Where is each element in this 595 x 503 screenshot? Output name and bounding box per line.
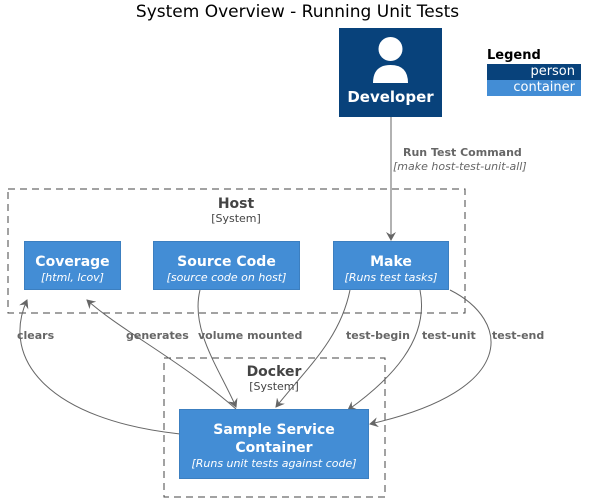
- sample-name: Sample Service Container: [213, 422, 335, 456]
- docker-boundary: [163, 357, 386, 498]
- sample-desc: [Runs unit tests against code]: [191, 457, 357, 470]
- edge-volume: [197, 289, 238, 408]
- docker-type: [System]: [249, 380, 299, 393]
- edge-test-unit: [347, 289, 422, 411]
- label-generates: generates: [126, 329, 189, 342]
- edge-clears: [19, 299, 181, 435]
- diagram-title: System Overview - Running Unit Tests: [135, 2, 460, 22]
- host-label: Host [System]: [186, 196, 286, 225]
- coverage-name: Coverage: [35, 254, 110, 270]
- legend-title: Legend: [487, 48, 541, 63]
- coverage-desc: [html, lcov]: [41, 271, 104, 284]
- label-volume-mounted: volume mounted: [198, 329, 303, 342]
- container-coverage: Coverage [html, lcov]: [24, 241, 121, 290]
- container-sample-service: Sample Service Container [Runs unit test…: [179, 409, 369, 479]
- developer-person: Developer: [339, 28, 442, 117]
- label-clears: clears: [17, 329, 55, 342]
- label-test-end: test-end: [492, 329, 545, 342]
- host-type: [System]: [211, 212, 261, 225]
- person-icon: [373, 37, 408, 83]
- docker-name: Docker: [246, 364, 302, 380]
- source-desc: [source code on host]: [166, 271, 287, 284]
- edge-generates: [86, 299, 237, 410]
- developer-name: Developer: [347, 88, 434, 106]
- legend-container: container: [487, 80, 581, 96]
- legend: Legend person container: [487, 48, 581, 96]
- host-boundary: [7, 188, 466, 314]
- make-desc: [Runs test tasks]: [344, 271, 438, 284]
- label-test-unit: test-unit: [422, 329, 476, 342]
- source-name: Source Code: [177, 254, 276, 270]
- make-name: Make: [370, 254, 412, 270]
- container-source-code: Source Code [source code on host]: [153, 241, 300, 290]
- label-run-test: Run Test Command: [403, 146, 522, 159]
- container-make: Make [Runs test tasks]: [333, 241, 449, 290]
- label-test-begin: test-begin: [346, 329, 410, 342]
- docker-label: Docker [System]: [224, 364, 324, 393]
- edge-test-end: [369, 289, 492, 428]
- legend-person: person: [487, 64, 581, 80]
- edge-test-begin: [275, 289, 351, 408]
- label-run-test-sub: [make host-test-unit-all]: [393, 160, 527, 173]
- host-name: Host: [217, 196, 255, 212]
